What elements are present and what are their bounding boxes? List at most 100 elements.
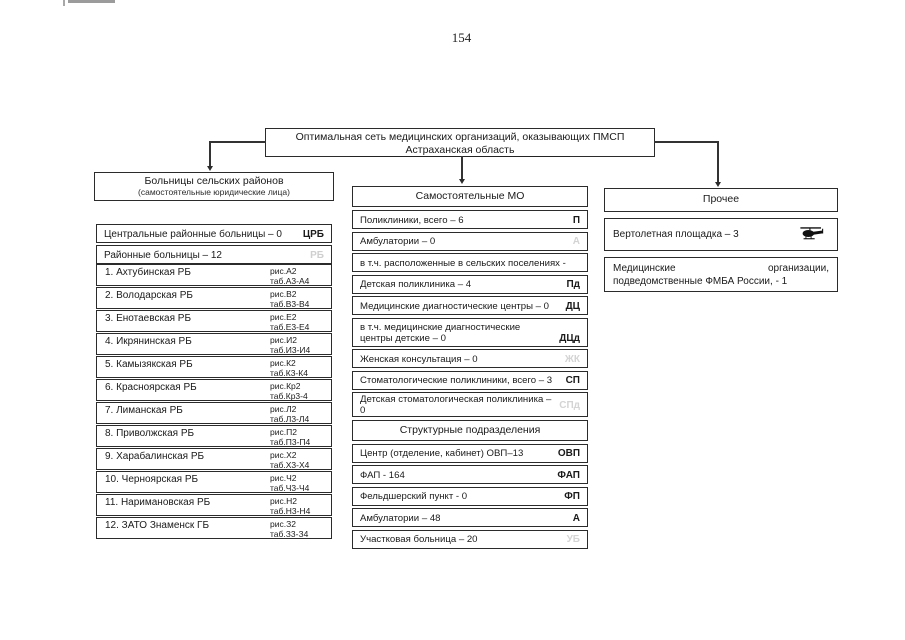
row-label: Амбулатории – 0 bbox=[360, 236, 436, 247]
independent-mo-list: Поликлиники, всего – 6 П Амбулатории – 0… bbox=[352, 210, 588, 417]
figure-ref: рис.Л2 bbox=[270, 404, 297, 414]
middle-column-header: Самостоятельные МО bbox=[352, 186, 588, 207]
left-column-header: Больницы сельских районов (самостоятельн… bbox=[94, 172, 334, 201]
figure-ref: рис.Х2 bbox=[270, 450, 297, 460]
row-label: Стоматологические поликлиники, всего – 3 bbox=[360, 375, 553, 386]
hospital-name: 6. Красноярская РБ bbox=[105, 382, 197, 393]
row-label: Поликлиники, всего – 6 bbox=[360, 214, 464, 226]
hospital-name: 11. Наримановская РБ bbox=[105, 497, 211, 508]
hospital-name: 2. Володарская РБ bbox=[105, 290, 193, 301]
table-ref: таб.Н3-Н4 bbox=[270, 506, 311, 516]
mo-row: в т.ч. расположенные в сельских поселени… bbox=[352, 253, 588, 272]
hospital-name: 10. Черноярская РБ bbox=[105, 474, 199, 485]
hospital-refs: рис.Н2 таб.Н3-Н4 bbox=[270, 496, 326, 516]
mo-row: Детская стоматологическая поликлиника – … bbox=[352, 392, 588, 417]
table-ref: таб.Ч3-Ч4 bbox=[270, 483, 310, 493]
district-hospital-list: 1. Ахтубинская РБ рис.А2 таб.А3-А4 2. Во… bbox=[96, 264, 332, 540]
hospital-refs: рис.П2 таб.П3-П4 bbox=[270, 427, 326, 447]
figure-ref: рис.Е2 bbox=[270, 312, 297, 322]
mo-row: Центр (отделение, кабинет) ОВП–13 ОВП bbox=[352, 443, 588, 463]
hospital-name: 12. ЗАТО Знаменск ГБ bbox=[105, 520, 210, 531]
hospital-row: 11. Наримановская РБ рис.Н2 таб.Н3-Н4 bbox=[96, 494, 332, 516]
hospital-refs: рис.И2 таб.И3-И4 bbox=[270, 335, 326, 355]
hospital-refs: рис.Е2 таб.Е3-Е4 bbox=[270, 312, 326, 332]
row-code: А bbox=[572, 236, 580, 247]
mo-row: Женская консультация – 0 ЖК bbox=[352, 349, 588, 368]
row-label: Участковая больница – 20 bbox=[360, 534, 478, 545]
figure-ref: рис.И2 bbox=[270, 335, 297, 345]
mo-row: Фельдшерский пункт - 0 ФП bbox=[352, 486, 588, 506]
row-label: в т.ч. расположенные в сельских поселени… bbox=[360, 257, 566, 269]
scan-artifact bbox=[63, 0, 65, 6]
hospital-row: 12. ЗАТО Знаменск ГБ рис.З2 таб.З3-З4 bbox=[96, 517, 332, 539]
hospital-refs: рис.Л2 таб.Л3-Л4 bbox=[270, 404, 326, 424]
row-code: СПд bbox=[559, 399, 580, 411]
mo-row: Участковая больница – 20 УБ bbox=[352, 529, 588, 549]
root-box: Оптимальная сеть медицинских организаций… bbox=[265, 128, 655, 157]
hospital-name: 5. Камызякская РБ bbox=[105, 359, 193, 370]
mo-row: Медицинские диагностические центры – 0 Д… bbox=[352, 296, 588, 315]
row-label: ФАП - 164 bbox=[360, 469, 405, 481]
row-code: ДЦ bbox=[565, 300, 580, 312]
hospital-refs: рис.В2 таб.В3-В4 bbox=[270, 289, 326, 309]
mo-row: Амбулатории – 0 А bbox=[352, 231, 588, 251]
mo-row: Стоматологические поликлиники, всего – 3… bbox=[352, 370, 588, 390]
middle-column-subheader: Структурные подразделения bbox=[352, 419, 588, 441]
hospital-row: 9. Харабалинская РБ рис.Х2 таб.Х3-Х4 bbox=[96, 448, 332, 470]
row-code: ЖК bbox=[564, 353, 580, 365]
figure-ref: рис.А2 bbox=[270, 266, 297, 276]
hospital-name: 9. Харабалинская РБ bbox=[105, 451, 205, 462]
figure-ref: рис.Кр2 bbox=[270, 381, 301, 391]
table-ref: таб.В3-В4 bbox=[270, 299, 310, 309]
row-label: Центральные районные больницы – 0 bbox=[104, 228, 282, 240]
row-code: УБ bbox=[566, 534, 580, 545]
figure-ref: рис.Ч2 bbox=[270, 473, 297, 483]
figure-ref: рис.К2 bbox=[270, 358, 296, 368]
row-code: СП bbox=[565, 375, 580, 386]
hospital-refs: рис.А2 таб.А3-А4 bbox=[270, 266, 326, 286]
helicopter-icon bbox=[798, 225, 825, 245]
row-label: Медицинские диагностические центры – 0 bbox=[360, 300, 549, 312]
hospital-name: 1. Ахтубинская РБ bbox=[105, 267, 191, 278]
table-ref: таб.П3-П4 bbox=[270, 437, 311, 447]
hospital-row: 3. Енотаевская РБ рис.Е2 таб.Е3-Е4 bbox=[96, 310, 332, 332]
row-code: ЦРБ bbox=[302, 228, 324, 240]
connector-line bbox=[209, 141, 266, 143]
right-column: Прочее Вертолетная площадка – 3 Медицинс… bbox=[604, 188, 838, 292]
table-ref: таб.И3-И4 bbox=[270, 345, 311, 355]
row-code: П bbox=[572, 214, 580, 226]
hospital-refs: рис.З2 таб.З3-З4 bbox=[270, 519, 326, 539]
row-label: Детская стоматологическая поликлиника – … bbox=[360, 394, 552, 416]
figure-ref: рис.Н2 bbox=[270, 496, 297, 506]
row-code: ДЦд bbox=[559, 332, 580, 344]
table-ref: таб.А3-А4 bbox=[270, 276, 310, 286]
hospital-row: 5. Камызякская РБ рис.К2 таб.К3-К4 bbox=[96, 356, 332, 378]
table-ref: таб.Е3-Е4 bbox=[270, 322, 310, 332]
hospital-refs: рис.Х2 таб.Х3-Х4 bbox=[270, 450, 326, 470]
connector-line bbox=[717, 141, 719, 183]
table-ref: таб.Л3-Л4 bbox=[270, 414, 310, 424]
scan-artifact bbox=[68, 0, 115, 3]
hospital-row: 8. Приволжская РБ рис.П2 таб.П3-П4 bbox=[96, 425, 332, 447]
left-summary-list: Центральные районные больницы – 0 ЦРБ Ра… bbox=[96, 224, 332, 266]
table-ref: таб.Х3-Х4 bbox=[270, 460, 310, 470]
hospital-refs: рис.Кр2 таб.Кр3-4 bbox=[270, 381, 326, 401]
connector-line bbox=[654, 141, 718, 143]
hospital-name: 7. Лиманская РБ bbox=[105, 405, 183, 416]
row-code: РБ bbox=[310, 249, 324, 261]
hospital-row: 7. Лиманская РБ рис.Л2 таб.Л3-Л4 bbox=[96, 402, 332, 424]
row-code: ФП bbox=[564, 491, 580, 502]
code-row: Центральные районные больницы – 0 ЦРБ bbox=[96, 224, 332, 243]
table-ref: таб.К3-К4 bbox=[270, 368, 308, 378]
table-ref: таб.Кр3-4 bbox=[270, 391, 308, 401]
hospital-name: 3. Енотаевская РБ bbox=[105, 313, 192, 324]
mo-row: ФАП - 164 ФАП bbox=[352, 465, 588, 484]
page-number: 154 bbox=[451, 30, 472, 45]
middle-column: Самостоятельные МО Поликлиники, всего – … bbox=[352, 186, 588, 551]
left-header-subtitle: (самостоятельные юридические лица) bbox=[138, 187, 290, 197]
fmba-row: Медицинские организации, подведомственны… bbox=[604, 257, 838, 292]
connector-line bbox=[461, 156, 463, 180]
hospital-name: 4. Икрянинская РБ bbox=[105, 336, 192, 347]
heliport-row: Вертолетная площадка – 3 bbox=[604, 218, 838, 251]
mo-row: Амбулатории – 48 А bbox=[352, 508, 588, 527]
